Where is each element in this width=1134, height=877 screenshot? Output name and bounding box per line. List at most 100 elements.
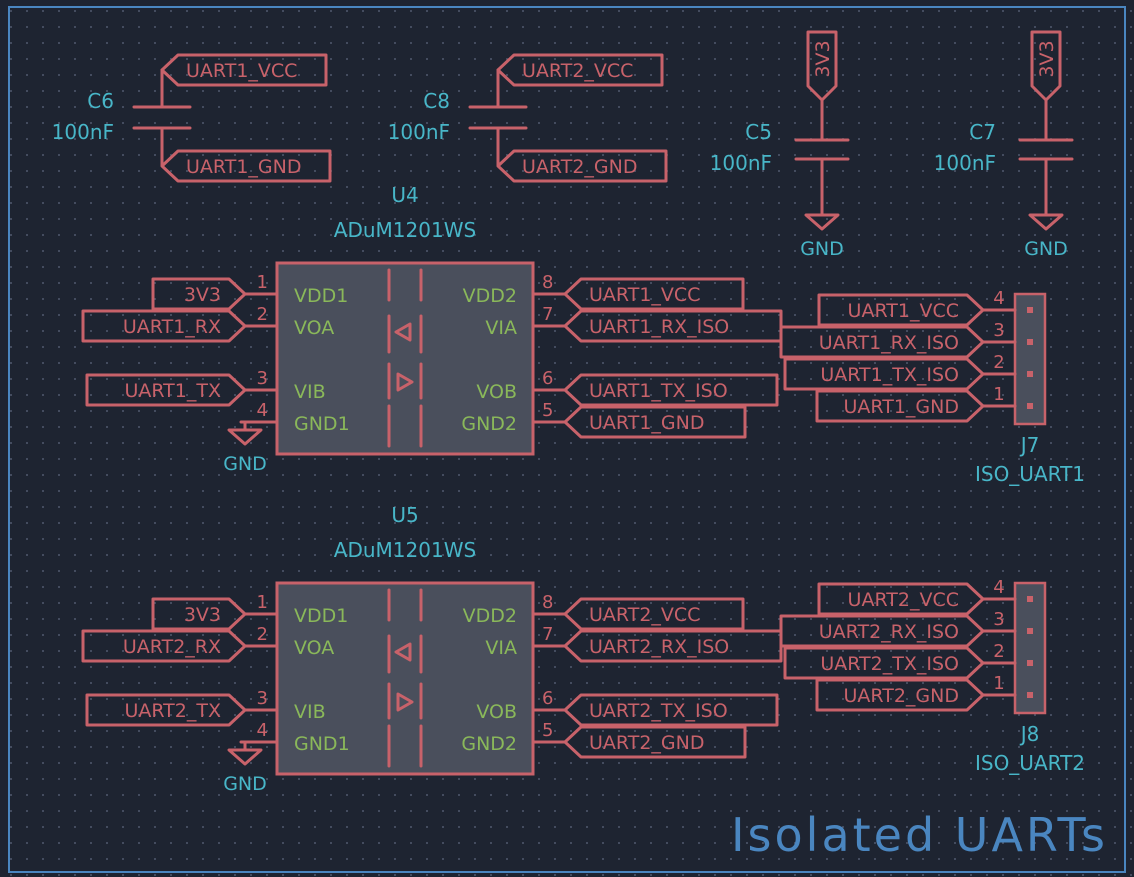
capacitor-value: 100nF <box>388 120 450 144</box>
pin-number: 4 <box>257 720 268 741</box>
sheet-frame <box>8 6 1126 873</box>
connector-ref: J7 <box>1019 433 1040 457</box>
capacitor-c8[interactable]: C8 100nF <box>388 68 528 167</box>
pin-number: 1 <box>257 592 268 613</box>
net-label-uart1_vcc[interactable]: UART1_VCC <box>817 293 985 327</box>
net-label-text: UART1_VCC <box>186 60 297 82</box>
pin-name: VOA <box>294 317 334 339</box>
pin-number: 2 <box>993 641 1004 662</box>
net-label-uart2_tx_iso[interactable]: UART2_TX_ISO <box>563 693 779 727</box>
net-label-uart1_vcc[interactable]: UART1_VCC <box>563 277 745 311</box>
net-label-text: UART1_VCC <box>848 300 959 322</box>
pin-name: VIA <box>485 317 517 339</box>
net-label-text: UART2_TX_ISO <box>820 653 959 675</box>
pin-name: VDD2 <box>463 605 517 627</box>
capacitor-c6[interactable]: C6 100nF <box>52 68 192 167</box>
pin-number: 2 <box>257 624 268 645</box>
connector-ref: J8 <box>1019 722 1040 746</box>
net-label-text: UART2_VCC <box>522 60 633 82</box>
ground-symbol: GND <box>1024 205 1068 260</box>
net-label-uart1_tx_iso[interactable]: UART1_TX_ISO <box>783 357 985 391</box>
net-label-text: UART2_RX_ISO <box>819 621 959 643</box>
net-label-uart1_gnd[interactable]: UART1_GND <box>160 149 332 183</box>
net-label-text: 3V3 <box>184 284 221 306</box>
pin-name: VIA <box>485 637 517 659</box>
net-label-text: UART1_TX <box>124 380 221 402</box>
net-label-text: UART2_GND <box>522 156 637 178</box>
net-label-text: UART1_TX_ISO <box>820 364 959 386</box>
net-label-uart1_gnd[interactable]: UART1_GND <box>815 389 985 423</box>
net-label-uart2_vcc[interactable]: UART2_VCC <box>817 582 985 616</box>
pin-name: VIB <box>294 381 326 403</box>
net-label-3v3[interactable]: 3V3 <box>151 277 247 311</box>
net-label-text: UART1_TX_ISO <box>589 380 728 402</box>
pin-number: 6 <box>542 368 553 389</box>
pin-number: 1 <box>993 673 1004 694</box>
pin-number: 2 <box>257 304 268 325</box>
pin-number: 5 <box>542 400 553 421</box>
arrow-right-icon <box>396 692 414 712</box>
ground-symbol: GND <box>223 420 267 475</box>
ic-value: ADuM1201WS <box>334 218 476 242</box>
net-label-uart2_vcc[interactable]: UART2_VCC <box>496 53 664 87</box>
pin-number: 4 <box>993 577 1004 598</box>
ground-net-label: GND <box>1024 238 1068 260</box>
net-label-uart1_vcc[interactable]: UART1_VCC <box>160 53 328 87</box>
pin-number: 4 <box>257 400 268 421</box>
pin-number: 6 <box>542 688 553 709</box>
net-label-text: UART2_TX <box>124 700 221 722</box>
isolator-u5[interactable]: U5ADuM1201WS1VDD12VOA3VIB4GND18VDD27VIA6… <box>239 503 567 776</box>
ic-ref: U4 <box>391 183 418 207</box>
pin-number: 2 <box>993 352 1004 373</box>
net-label-uart2_gnd[interactable]: UART2_GND <box>563 725 747 759</box>
net-label-uart1_tx_iso[interactable]: UART1_TX_ISO <box>563 373 779 407</box>
net-label-text: UART2_RX <box>123 636 221 658</box>
net-label-uart1_tx[interactable]: UART1_TX <box>85 373 247 407</box>
net-label-text: UART1_GND <box>589 412 704 434</box>
power-flag-text: 3V3 <box>812 40 834 77</box>
capacitor-ref: C8 <box>423 89 450 113</box>
net-label-uart2_tx[interactable]: UART2_TX <box>85 693 247 727</box>
net-label-uart2_rx_iso[interactable]: UART2_RX_ISO <box>563 629 783 663</box>
power-flag-text: 3V3 <box>1036 40 1058 77</box>
capacitor-ref: C6 <box>87 89 114 113</box>
connector-body <box>1013 581 1047 715</box>
net-label-uart2_gnd[interactable]: UART2_GND <box>496 149 668 183</box>
ic-ref: U5 <box>391 503 418 527</box>
net-label-uart2_vcc[interactable]: UART2_VCC <box>563 597 745 631</box>
ground-net-label: GND <box>223 773 267 795</box>
ground-net-label: GND <box>800 238 844 260</box>
ic-body <box>275 261 535 456</box>
pin-name: VOB <box>476 701 517 723</box>
pin-name: VOA <box>294 637 334 659</box>
net-label-text: UART2_VCC <box>848 589 959 611</box>
ground-symbol: GND <box>223 740 267 795</box>
pin-number: 1 <box>993 384 1004 405</box>
net-label-uart1_rx_iso[interactable]: UART1_RX_ISO <box>779 325 985 359</box>
net-label-uart1_gnd[interactable]: UART1_GND <box>563 405 747 439</box>
pin-name: VOB <box>476 381 517 403</box>
ic-body <box>275 581 535 776</box>
net-label-3v3[interactable]: 3V3 <box>151 597 247 631</box>
power-flag-3v3[interactable]: 3V3 <box>1030 30 1062 102</box>
net-label-uart2_rx[interactable]: UART2_RX <box>81 629 247 663</box>
connector-value: ISO_UART1 <box>975 462 1085 486</box>
connector-value: ISO_UART2 <box>975 751 1085 775</box>
net-label-uart2_tx_iso[interactable]: UART2_TX_ISO <box>783 646 985 680</box>
net-label-uart2_gnd[interactable]: UART2_GND <box>815 678 985 712</box>
pin-name: VDD1 <box>294 285 348 307</box>
capacitor-value: 100nF <box>52 120 114 144</box>
ground-symbol: GND <box>800 205 844 260</box>
pin-name: GND2 <box>461 413 517 435</box>
net-label-text: UART1_GND <box>844 396 959 418</box>
isolator-u4[interactable]: U4ADuM1201WS1VDD12VOA3VIB4GND18VDD27VIA6… <box>239 183 567 456</box>
ground-net-label: GND <box>223 453 267 475</box>
power-flag-3v3[interactable]: 3V3 <box>806 30 838 102</box>
net-label-uart1_rx[interactable]: UART1_RX <box>81 309 247 343</box>
net-label-uart2_rx_iso[interactable]: UART2_RX_ISO <box>779 614 985 648</box>
net-label-uart1_rx_iso[interactable]: UART1_RX_ISO <box>563 309 783 343</box>
